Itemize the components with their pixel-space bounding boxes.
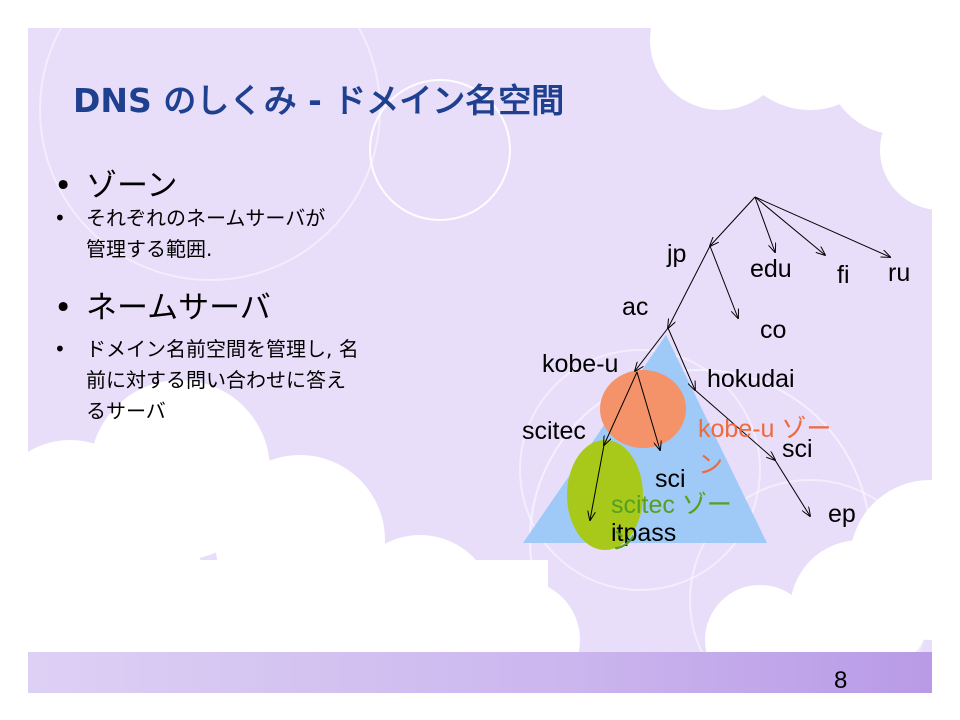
edge-hokudai-sci [694,389,775,460]
node-sci-kobe: sci [655,465,686,493]
tree-edges [590,196,890,520]
scitec-zone-label-line: scitec ゾー [611,491,732,519]
edge-ac-kobe-u [635,327,669,371]
bullet-dot: • [54,290,73,326]
node-edu: edu [750,255,792,283]
subbullet-nameserver-desc: • ドメイン名前空間を管理し, 名前に対する問い合わせに答えるサーバ [54,334,359,427]
edge-root-edu [754,196,775,252]
bullet-dot: • [54,337,66,361]
edge-ac-hokudai [667,327,695,390]
node-kobe-u: kobe-u [542,350,619,378]
footer-band [28,652,932,693]
node-hokudai: hokudai [707,365,795,393]
bullet-dot: • [54,168,73,204]
node-sci-hokudai: sci [782,435,813,463]
edge-jp-ac [668,245,711,328]
node-jp: jp [667,240,687,268]
subbullet-line: るサーバ [86,399,166,423]
node-ep: ep [828,500,856,528]
bullet-zone: • ゾーン [54,160,177,205]
bullet-dot: • [54,206,66,230]
scitec-zone-label: scitec ゾーン [611,485,732,557]
edge-kobe-u-sci [636,371,660,450]
node-fi: fi [837,261,850,289]
cloud-bottom-left [0,380,580,700]
kobe-u-zone-circle [600,370,686,448]
edge-scitec-itpass [590,444,605,520]
subbullet-zone-desc: • それぞれのネームサーバが管理する範囲. [54,203,325,265]
edge-jp-co [709,245,738,318]
kobe-u-zone-label-line: kobe-u ゾー [698,415,832,443]
scitec-zone-ellipse [567,440,643,550]
kobe-u-zone-label-line: ン [698,451,724,479]
edge-sci-ep [774,459,810,516]
bullet-nameserver-text: ネームサーバ [86,290,271,326]
kobe-u-zone-label: kobe-u ゾーン [698,409,831,481]
node-itpass: itpass [611,519,677,547]
scitec-zone-label-line: ン [611,527,637,555]
subbullet-line: 前に対する問い合わせに答え [86,368,346,392]
bullet-nameserver: • ネームサーバ [54,282,271,327]
edge-root-ru [754,196,890,257]
node-ac: ac [622,293,649,321]
edge-kobe-u-scitec [604,371,638,445]
node-scitec: scitec [522,417,586,445]
page-number: 8 [834,667,848,694]
cloud-top-right [650,0,960,210]
bullet-zone-text: ゾーン [86,168,178,204]
edge-root-fi [754,196,825,255]
subbullet-line: それぞれのネームサーバが [86,206,326,230]
edge-root-jp [710,196,756,246]
subbullet-line: 管理する範囲. [86,237,213,261]
node-ru: ru [888,259,911,287]
node-co: co [760,316,787,344]
subbullet-line: ドメイン名前空間を管理し, 名 [86,337,359,361]
slide-title: DNS のしくみ - ドメイン名空間 [73,81,565,120]
